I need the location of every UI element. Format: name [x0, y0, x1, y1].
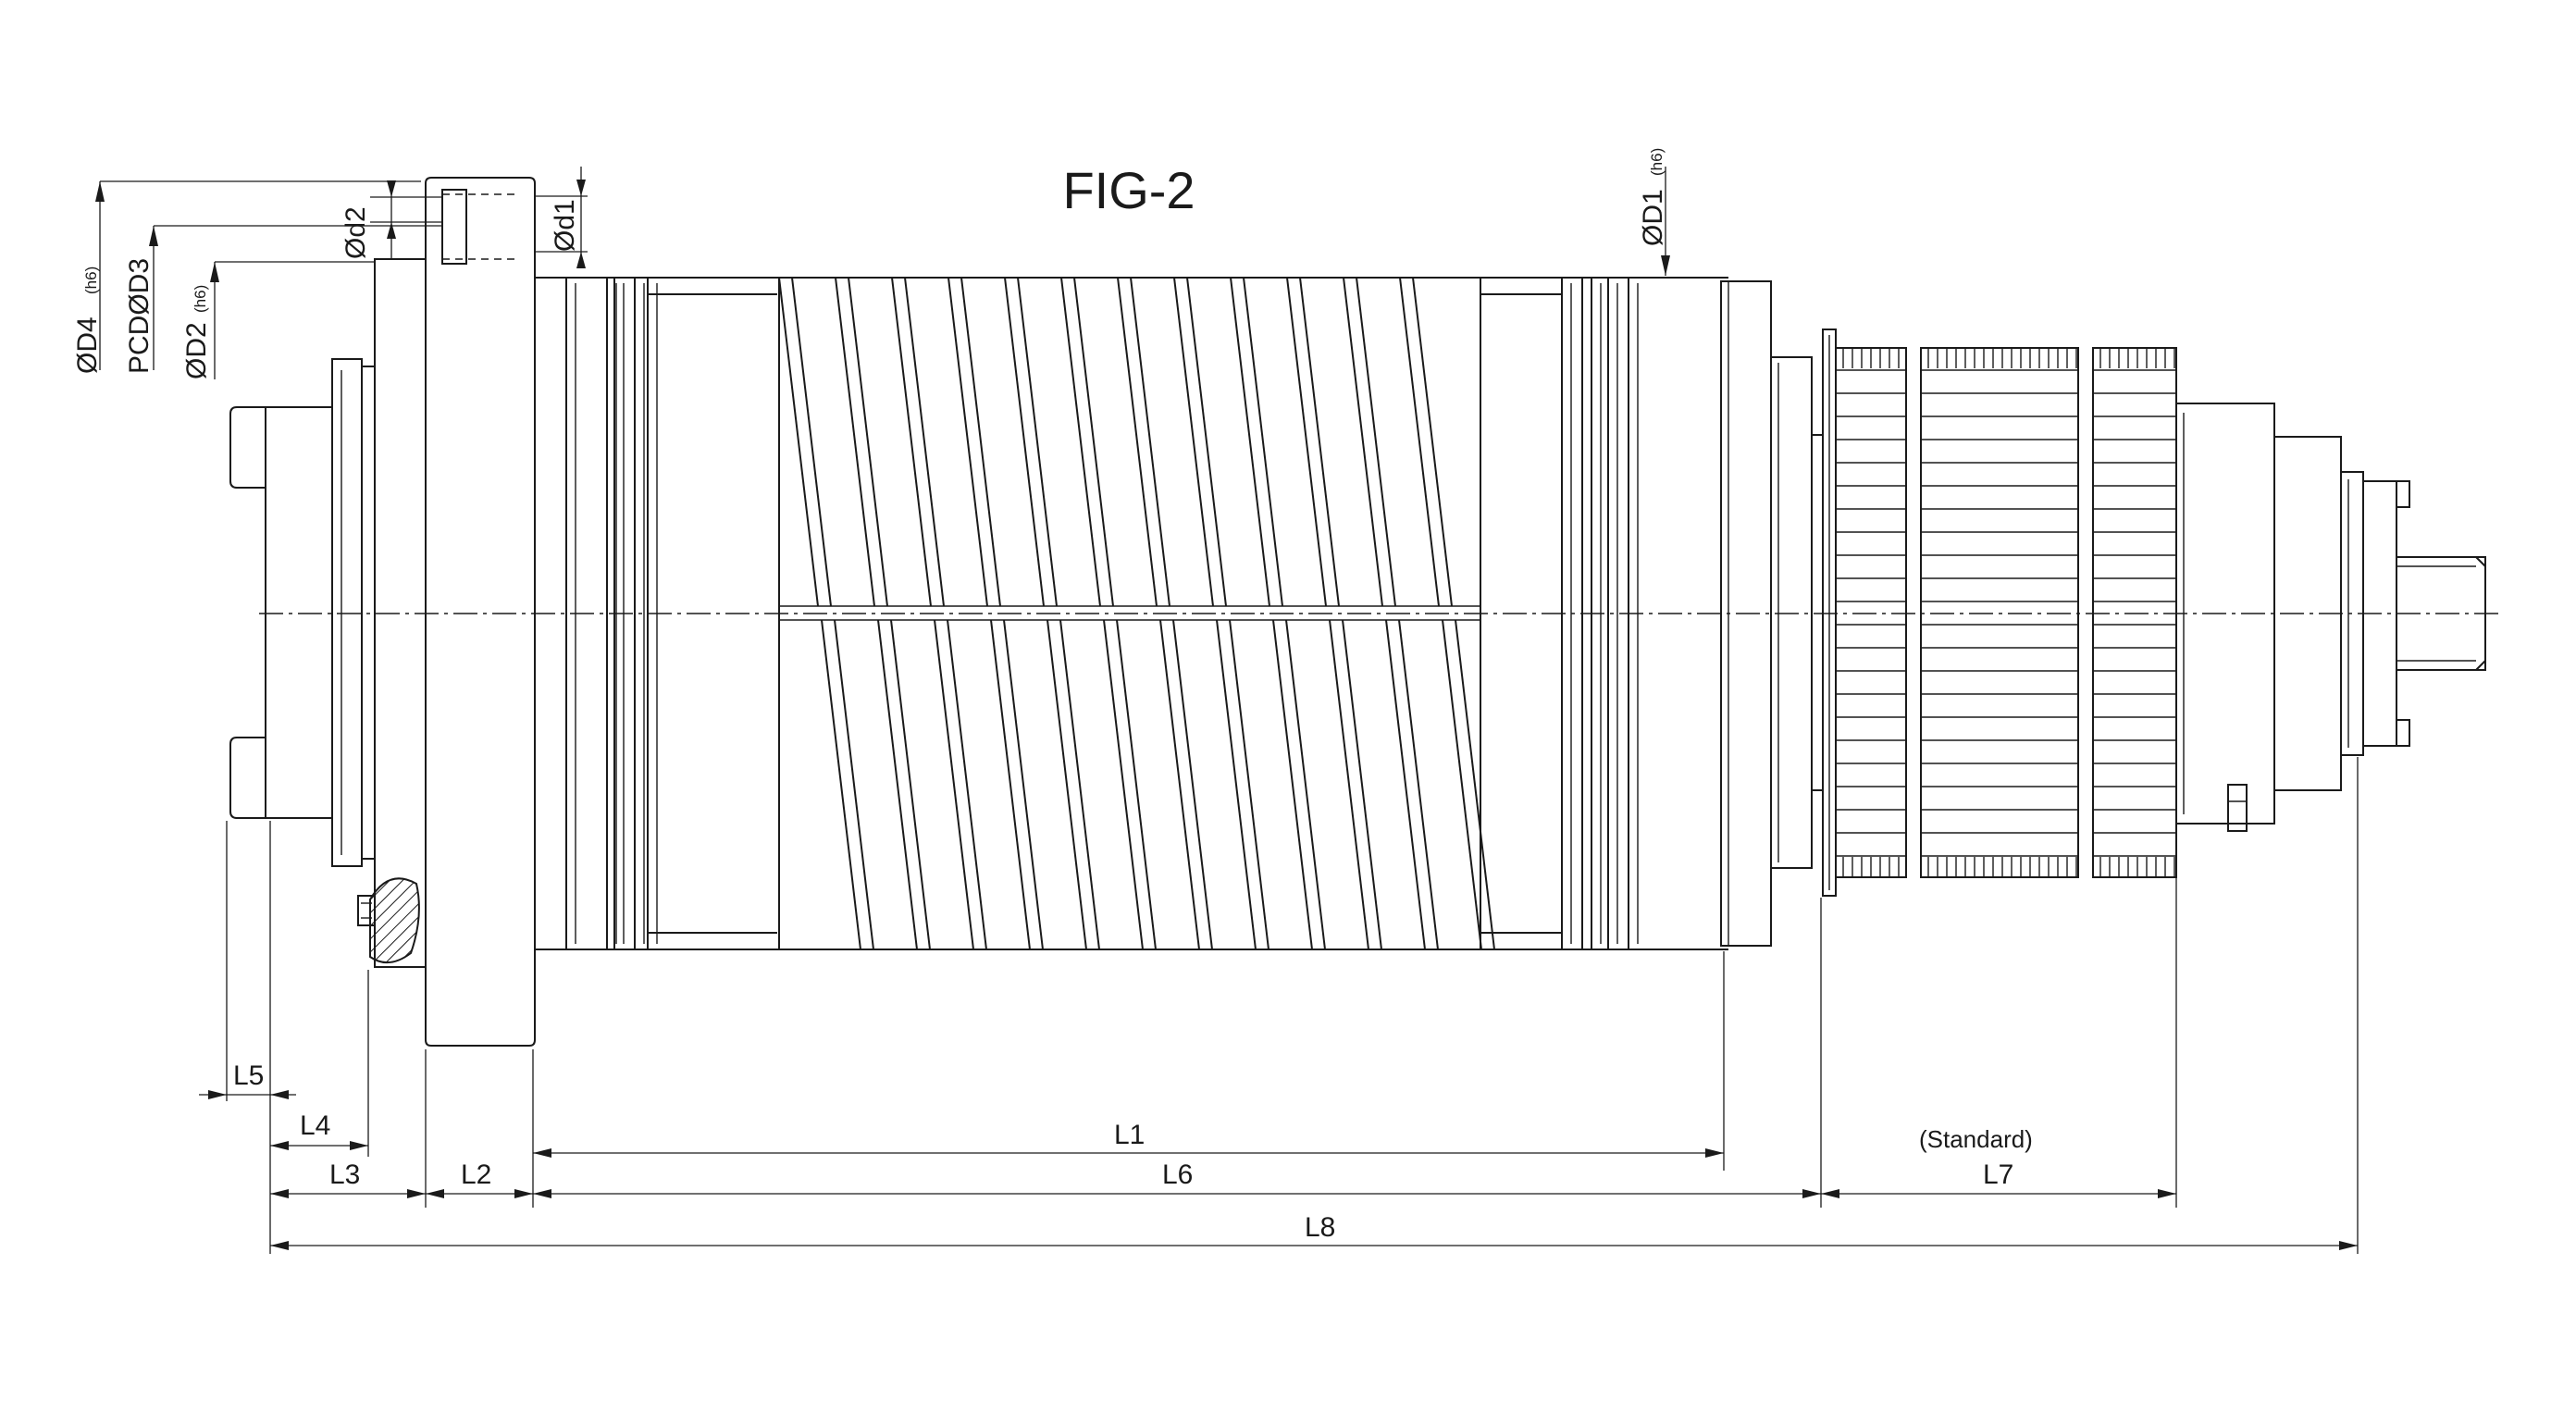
fin-edge: [1299, 277, 1340, 607]
dim-d2-label: Ød2: [341, 206, 371, 259]
fin-edge: [1159, 619, 1200, 950]
right-ring-grooves: [1561, 278, 1639, 949]
dim-D4-tol: (h6): [82, 267, 100, 294]
front-stud-upper: [2396, 480, 2410, 508]
fin-edge: [1172, 619, 1213, 950]
flange-bolt-hole: [441, 189, 467, 265]
fin-edge: [1103, 619, 1144, 950]
timing-pulley-teeth: [1835, 347, 2177, 878]
upper-boss: [229, 406, 266, 489]
fin-edge: [1173, 277, 1214, 607]
fin-edge: [1073, 277, 1114, 607]
dim-D2-label: ØD2: [181, 322, 212, 379]
dim-L7-note: (Standard): [1919, 1125, 2033, 1153]
fin-edge: [1046, 619, 1087, 950]
spiral-cooling-fins: [778, 277, 1495, 950]
spacer-hub: [1811, 434, 1824, 791]
fin-edge: [1230, 277, 1270, 607]
dim-L5-label: L5: [233, 1060, 264, 1091]
fin-edge: [848, 277, 888, 607]
fin-edge: [1060, 277, 1101, 607]
output-shaft: [2396, 556, 2486, 671]
spindle-housing: [534, 277, 1772, 950]
fin-edge: [835, 277, 875, 607]
fin-edge: [1116, 619, 1157, 950]
pulley-block: [2092, 347, 2177, 878]
main-flange: [425, 177, 536, 1047]
dimension-annotations: ØD4 (h6) PCDØD3 ØD2 (h6) Ød2 Ød1 ØD1 (h6…: [72, 148, 2359, 1254]
fin-edge: [821, 619, 861, 950]
fin-edge: [1286, 277, 1327, 607]
spacer-disc: [1770, 356, 1813, 869]
fin-edge: [1243, 277, 1283, 607]
fin-edge: [934, 619, 974, 950]
rear-housing: [361, 366, 376, 860]
fin-edge: [834, 619, 874, 950]
dim-D1-tol: (h6): [1648, 148, 1666, 176]
dim-L8-label: L8: [1305, 1212, 1335, 1243]
front-key: [2227, 784, 2248, 832]
dim-L3-label: L3: [329, 1159, 360, 1190]
fin-edge: [1216, 619, 1257, 950]
fin-edge: [1004, 277, 1045, 607]
fin-edge: [1186, 277, 1227, 607]
dim-D3-label: PCDØD3: [124, 258, 155, 374]
flange-body: [425, 177, 536, 1047]
fin-edge: [1356, 277, 1396, 607]
dim-D1-label: ØD1: [1638, 189, 1668, 246]
figure-title: FIG-2: [1062, 161, 1195, 219]
fin-edge: [877, 619, 918, 950]
fin-edge: [1285, 619, 1326, 950]
fin-edge: [1398, 619, 1439, 950]
dim-d1-label: Ød1: [550, 199, 580, 252]
fin-edge: [1329, 619, 1369, 950]
fin-edge: [1342, 619, 1382, 950]
key-section-hatch: [369, 877, 420, 963]
drive-pulley-assembly: [1770, 329, 2486, 897]
fin-edge: [890, 619, 931, 950]
fin-edge: [1272, 619, 1313, 950]
fin-edge: [960, 277, 1001, 607]
fin-edge: [1059, 619, 1100, 950]
fin-edge: [1385, 619, 1426, 950]
fin-edge: [990, 619, 1031, 950]
dim-L6-label: L6: [1162, 1159, 1193, 1190]
fin-edge: [1117, 277, 1158, 607]
dim-L4-label: L4: [300, 1110, 330, 1141]
dim-D4-label: ØD4: [72, 316, 103, 374]
rear-cap: [265, 406, 333, 819]
lower-boss: [229, 737, 266, 819]
fin-edge: [1412, 277, 1453, 607]
dim-L7-label: L7: [1983, 1159, 2013, 1190]
front-stud-lower: [2396, 719, 2410, 747]
fin-edge: [891, 277, 932, 607]
fin-edge: [947, 277, 988, 607]
fin-edge: [1399, 277, 1440, 607]
dim-D2-tol: (h6): [192, 285, 209, 313]
fin-edge: [778, 277, 819, 607]
fin-edge: [947, 619, 987, 950]
key-screw: [357, 895, 376, 926]
fin-edge: [1343, 277, 1383, 607]
rear-flange-ring: [331, 358, 363, 867]
fin-edge: [1229, 619, 1269, 950]
fin-edge: [1442, 619, 1482, 950]
fin-edge: [1455, 619, 1495, 950]
pulley-block: [1920, 347, 2079, 878]
fin-edge: [904, 277, 945, 607]
fin-edge: [1017, 277, 1058, 607]
fin-edge: [791, 277, 832, 607]
fin-edge: [1130, 277, 1170, 607]
fin-edge: [1003, 619, 1044, 950]
rear-end-assembly: [229, 258, 427, 968]
pulley-block: [1835, 347, 1907, 878]
dim-L2-label: L2: [461, 1159, 491, 1190]
left-ring-grooves: [565, 278, 658, 949]
dim-L1-label: L1: [1114, 1120, 1145, 1150]
